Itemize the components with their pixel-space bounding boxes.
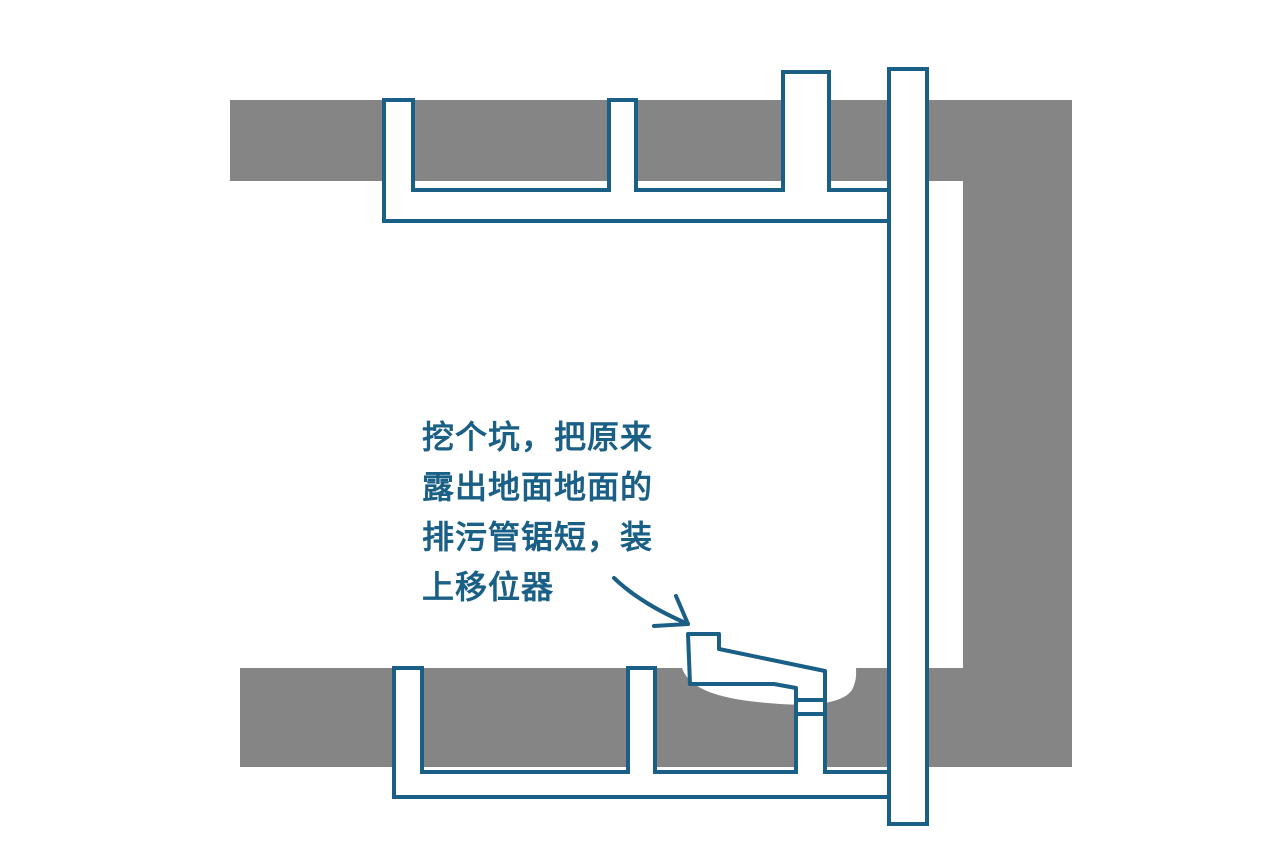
- annotation-line-1: 挖个坑，把原来: [422, 418, 654, 456]
- cut-pipe-stub: [794, 698, 827, 716]
- main-soil-stack: [887, 67, 929, 826]
- annotation-line-2: 露出地面地面的: [422, 468, 654, 506]
- upper-floor-slab: [230, 100, 1072, 767]
- lower-drain-pipe: [392, 666, 891, 799]
- annotation-line-3: 排污管锯短，装: [422, 518, 654, 556]
- curved-arrow-icon: [612, 576, 690, 628]
- annotation-text: 挖个坑，把原来 露出地面地面的 排污管锯短，装 上移位器: [422, 412, 712, 612]
- shifter-fitting: [686, 632, 827, 702]
- annotation-line-4: 上移位器: [422, 568, 555, 606]
